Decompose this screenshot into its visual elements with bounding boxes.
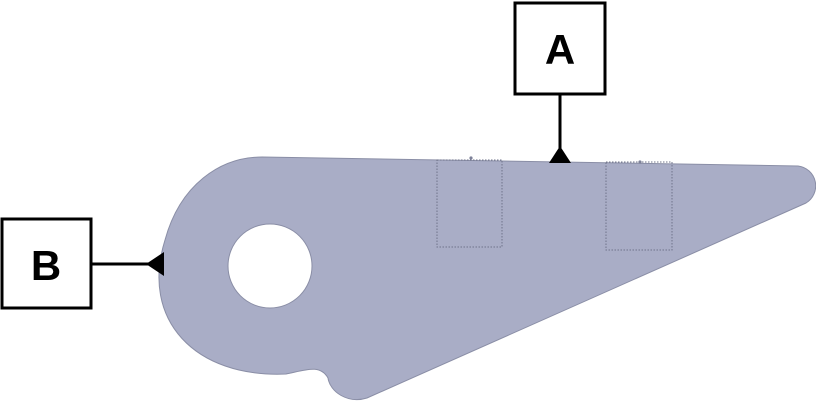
datum-b-label: B (31, 242, 61, 289)
edge-mark-left (469, 156, 473, 160)
datum-b-box (0, 217, 93, 310)
edge-mark-right (638, 160, 642, 164)
datum-a-triangle (549, 146, 571, 163)
datum-a-box (513, 1, 607, 96)
part-body (158, 156, 816, 400)
slot-left (436, 159, 503, 248)
datum-b-triangle (146, 252, 164, 276)
datum-a-label: A (545, 26, 575, 73)
